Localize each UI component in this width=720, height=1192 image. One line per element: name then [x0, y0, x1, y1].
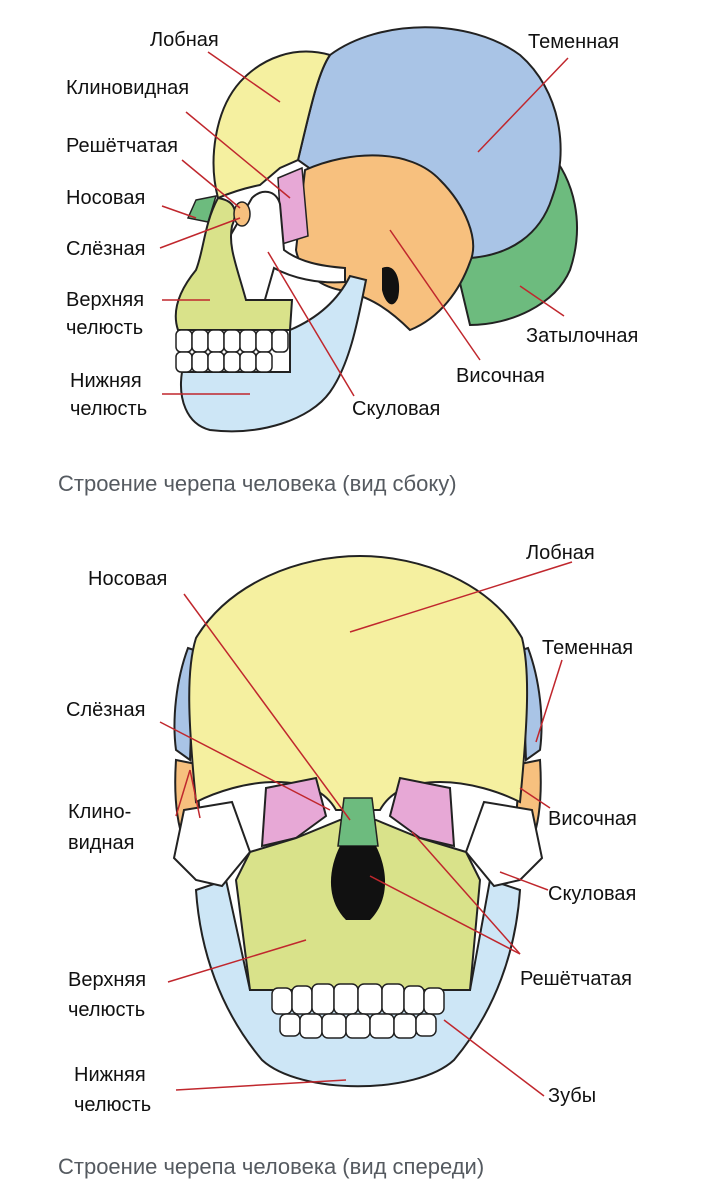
side-label-occipital: Затылочная — [526, 325, 639, 347]
front-label-maxilla-1: Верхняя — [68, 969, 147, 991]
side-view-caption: Строение черепа человека (вид сбоку) — [58, 471, 457, 496]
side-label-parietal: Теменная — [528, 31, 620, 53]
front-label-zygomatic: Скуловая — [548, 883, 637, 905]
front-label-temporal: Височная — [548, 808, 637, 830]
front-label-sphenoid-2: видная — [68, 832, 135, 854]
side-label-mandible-1: Нижняя — [70, 370, 142, 392]
side-label-maxilla-1: Верхняя — [66, 289, 145, 311]
side-leader-lines — [159, 51, 569, 397]
side-nasal-bone — [186, 195, 218, 223]
side-label-mandible-2: челюсть — [70, 398, 148, 420]
side-label-nasal: Носовая — [66, 187, 146, 209]
side-lacrimal-bone — [233, 201, 251, 227]
side-label-maxilla-2: челюсть — [66, 317, 144, 339]
front-label-frontal: Лобная — [526, 542, 595, 564]
front-label-lacrimal: Слёзная — [66, 699, 146, 721]
side-mandible-bone — [180, 274, 368, 433]
front-label-ethmoid: Решётчатая — [520, 968, 632, 990]
side-ear-canal — [382, 266, 400, 305]
side-view-figure: Лобная Теменная Клиновидная Решётчатая Н… — [0, 0, 720, 470]
side-label-zygomatic: Скуловая — [352, 398, 441, 420]
front-zygomatic-right — [464, 800, 544, 888]
front-nasal-cavity — [330, 846, 386, 920]
front-mandible-bone — [194, 878, 522, 1088]
front-label-teeth: Зубы — [548, 1085, 597, 1107]
front-view-figure: Лобная Носовая Теменная Слёзная Клино- в… — [0, 520, 720, 1150]
side-label-sphenoid: Клиновидная — [66, 77, 190, 99]
front-label-mandible-2: челюсть — [74, 1094, 152, 1116]
front-sphenoid-right — [388, 776, 456, 848]
front-leader-lines — [159, 561, 573, 1097]
side-teeth — [175, 329, 289, 373]
side-label-lacrimal: Слёзная — [66, 238, 146, 260]
front-sphenoid-left — [260, 776, 328, 848]
side-label-ethmoid: Решётчатая — [66, 135, 178, 157]
front-label-maxilla-2: челюсть — [68, 999, 146, 1021]
side-label-frontal: Лобная — [150, 29, 219, 51]
front-label-sphenoid-1: Клино- — [68, 801, 132, 823]
front-skull-illustration — [159, 554, 573, 1097]
front-zygomatic-left — [172, 800, 252, 888]
front-label-nasal: Носовая — [88, 568, 168, 590]
side-label-temporal: Височная — [456, 365, 545, 387]
front-nasal-bone — [337, 797, 379, 847]
front-view-caption: Строение черепа человека (вид спереди) — [58, 1154, 485, 1179]
side-skull-illustration — [159, 26, 578, 433]
front-teeth — [271, 983, 445, 1039]
front-frontal-bone — [188, 554, 529, 811]
front-label-parietal: Теменная — [542, 637, 634, 659]
front-label-mandible-1: Нижняя — [74, 1064, 146, 1086]
